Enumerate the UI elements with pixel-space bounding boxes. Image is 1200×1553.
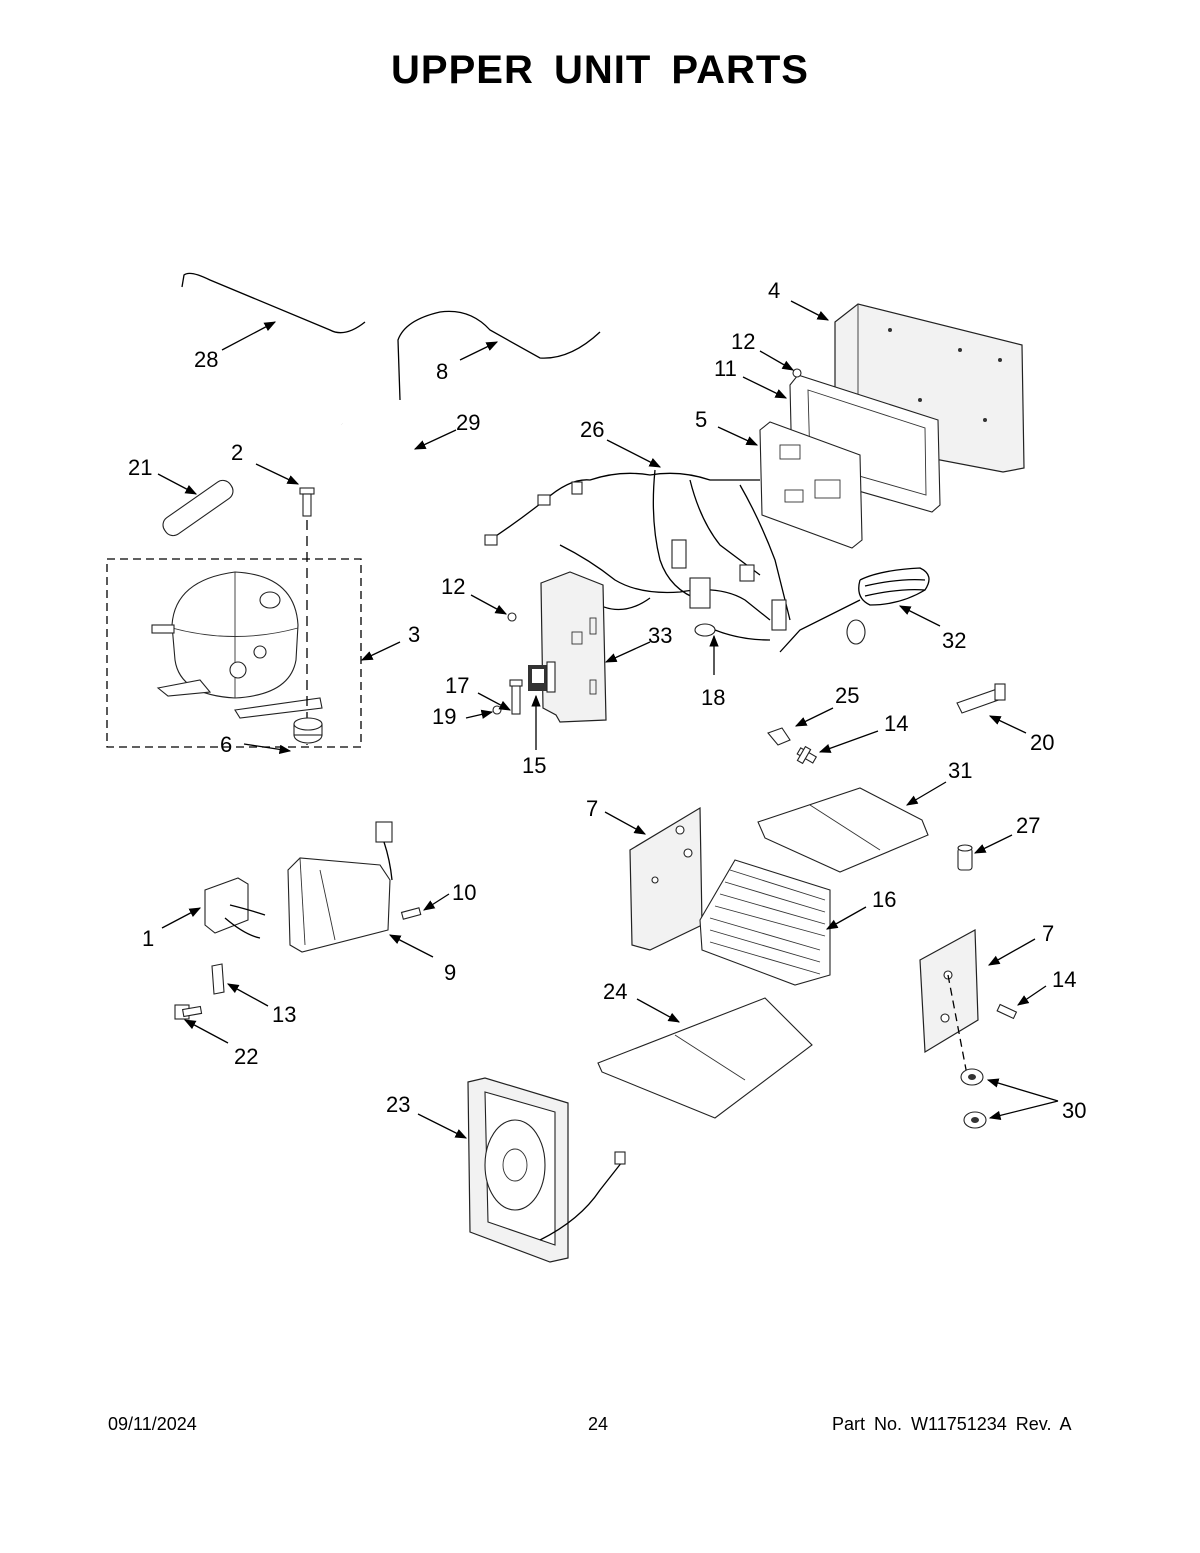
footer-part-number: Part No. W11751234 Rev. A bbox=[832, 1414, 1072, 1434]
callout-27: 27 bbox=[1016, 813, 1040, 838]
callout-1: 1 bbox=[142, 926, 154, 951]
part-2-screw bbox=[299, 487, 315, 517]
callout-7-right: 7 bbox=[1042, 921, 1054, 946]
callout-leaders bbox=[157, 300, 1059, 1139]
callout-21: 21 bbox=[128, 455, 152, 480]
callout-28: 28 bbox=[194, 347, 218, 372]
part-21-drier bbox=[162, 479, 234, 537]
callout-8: 8 bbox=[436, 359, 448, 384]
part-10-screw bbox=[400, 907, 422, 920]
callout-6: 6 bbox=[220, 732, 232, 757]
callout-10: 10 bbox=[452, 880, 476, 905]
part-23-fan-assembly bbox=[467, 1077, 626, 1263]
callout-13: 13 bbox=[272, 1002, 296, 1027]
callout-11: 11 bbox=[714, 356, 737, 381]
callout-32: 32 bbox=[942, 628, 966, 653]
part-25-clip bbox=[767, 727, 791, 746]
part-1-relay bbox=[204, 877, 266, 939]
callout-12-top: 12 bbox=[731, 329, 755, 354]
part-27-spacer bbox=[957, 844, 973, 871]
callout-33: 33 bbox=[648, 623, 672, 648]
callout-17: 17 bbox=[445, 673, 469, 698]
part-9-housing bbox=[287, 821, 393, 953]
callout-19: 19 bbox=[432, 704, 456, 729]
part-16-evaporator bbox=[699, 859, 831, 986]
part-8-tube bbox=[397, 310, 601, 401]
callout-14-b: 14 bbox=[1052, 967, 1076, 992]
part-17-connector bbox=[509, 679, 523, 715]
callout-9: 9 bbox=[444, 960, 456, 985]
part-3-compressor bbox=[151, 520, 323, 745]
part-6-grommet bbox=[293, 717, 323, 744]
callout-14-a: 14 bbox=[884, 711, 908, 736]
part-30-grommets bbox=[960, 1068, 987, 1129]
callout-5: 5 bbox=[695, 407, 707, 432]
callout-23: 23 bbox=[386, 1092, 410, 1117]
part-7-bracket-left bbox=[629, 806, 703, 951]
callout-24: 24 bbox=[603, 979, 627, 1004]
part-7-bracket-right bbox=[919, 929, 979, 1081]
part-5-control-board bbox=[759, 421, 863, 549]
callout-20: 20 bbox=[1030, 730, 1054, 755]
part-26-wire-harness bbox=[484, 469, 791, 631]
part-29-tube bbox=[341, 421, 443, 520]
part-24-trough bbox=[597, 997, 813, 1119]
part-12-screw-mid bbox=[507, 612, 517, 622]
part-20-cable-tie bbox=[956, 683, 1006, 714]
footer-date: 09/11/2024 bbox=[108, 1414, 197, 1434]
part-13-clip bbox=[211, 963, 225, 995]
footer-page-number: 24 bbox=[588, 1414, 609, 1434]
callout-22: 22 bbox=[234, 1044, 258, 1069]
callout-30: 30 bbox=[1062, 1098, 1086, 1123]
callout-15: 15 bbox=[522, 753, 546, 778]
callout-29: 29 bbox=[456, 410, 480, 435]
callout-18: 18 bbox=[701, 685, 725, 710]
callout-26: 26 bbox=[580, 417, 604, 442]
part-33-bracket bbox=[540, 571, 607, 723]
part-31-cover bbox=[757, 787, 929, 873]
part-18-sensor bbox=[694, 623, 771, 641]
callout-4: 4 bbox=[768, 278, 780, 303]
part-12-screw-top bbox=[792, 368, 802, 378]
part-14-screw-b bbox=[996, 1003, 1018, 1020]
callout-2: 2 bbox=[231, 440, 243, 465]
part-14-screw-a bbox=[796, 745, 818, 765]
callout-3: 3 bbox=[408, 622, 420, 647]
callout-7-left: 7 bbox=[586, 796, 598, 821]
callout-25: 25 bbox=[835, 683, 859, 708]
part-15-switch bbox=[528, 661, 556, 693]
callout-12-mid: 12 bbox=[441, 574, 465, 599]
page-title: UPPER UNIT PARTS bbox=[391, 48, 809, 92]
callout-31: 31 bbox=[948, 758, 972, 783]
part-28-tube bbox=[181, 272, 366, 334]
part-22-screw bbox=[174, 1004, 203, 1020]
part-32-heater bbox=[779, 567, 930, 653]
callout-16: 16 bbox=[872, 887, 896, 912]
part-19-screw bbox=[492, 705, 502, 715]
